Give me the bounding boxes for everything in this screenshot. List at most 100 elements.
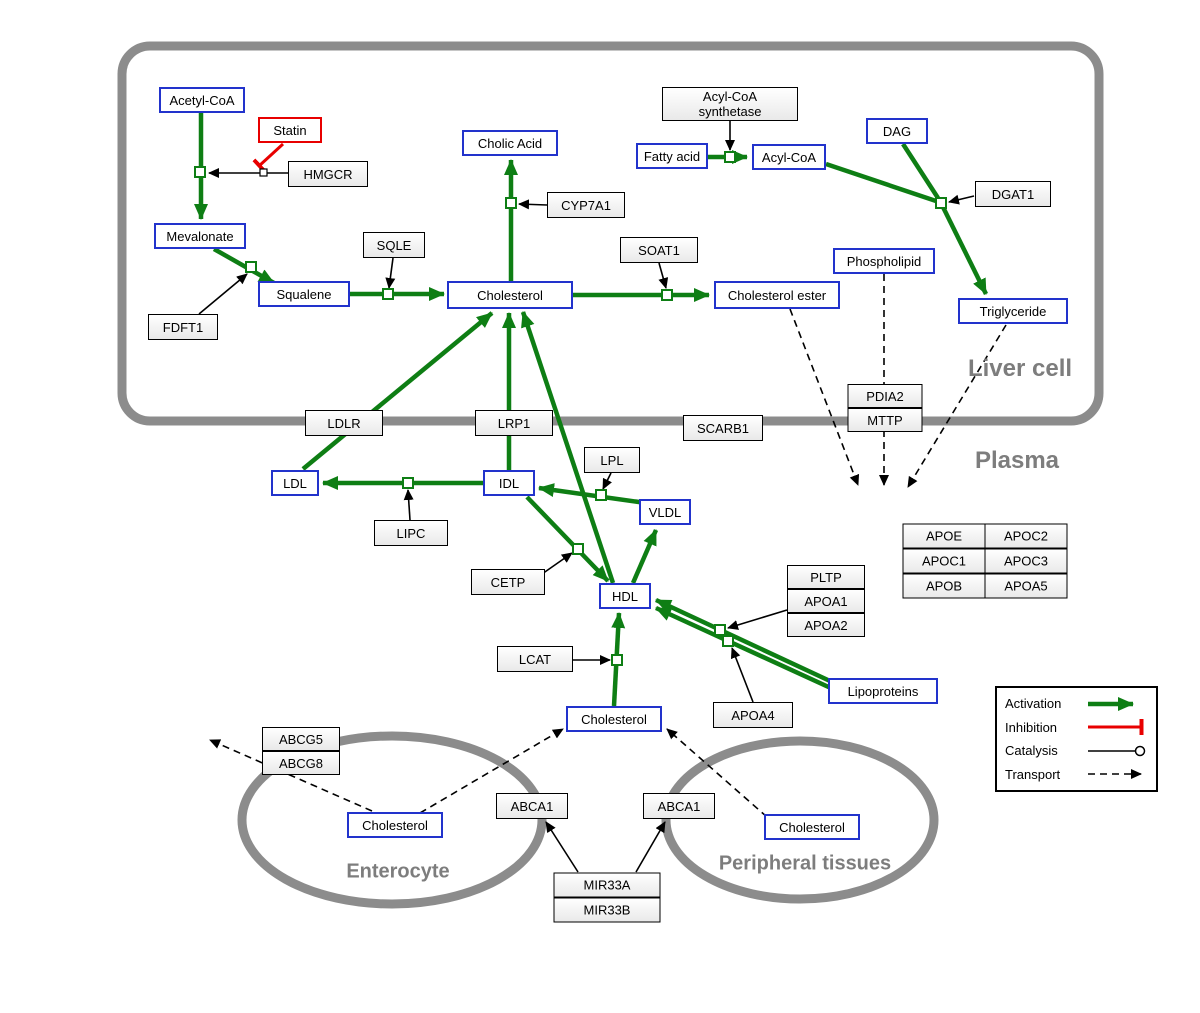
reaction-node-fdft1 xyxy=(245,261,257,273)
node-cetp[interactable]: CETP xyxy=(471,569,545,595)
legend-transport-label: Transport xyxy=(1005,766,1061,782)
node-abcg5[interactable]: ABCG5 xyxy=(262,727,340,751)
node-lipoproteins[interactable]: Lipoproteins xyxy=(828,678,938,704)
enterocyte-label: Enterocyte xyxy=(346,860,450,883)
reaction-node-apoa4 xyxy=(722,635,734,647)
node-sqle[interactable]: SQLE xyxy=(363,232,425,258)
edge-junction-triglyceride xyxy=(938,202,989,295)
node-abca1-enterocyte[interactable]: ABCA1 xyxy=(496,793,568,819)
reaction-node-acylcoa-synthetase xyxy=(724,151,736,163)
node-cyp7a1[interactable]: CYP7A1 xyxy=(547,192,625,218)
node-mir33a[interactable]: MIR33A xyxy=(553,872,661,898)
node-mir33b[interactable]: MIR33B xyxy=(553,897,661,923)
node-apoa5[interactable]: APOA5 xyxy=(984,573,1068,599)
legend-row-inhibition: Inhibition xyxy=(1005,718,1148,736)
node-lrp1[interactable]: LRP1 xyxy=(475,410,553,436)
node-abcg8[interactable]: ABCG8 xyxy=(262,751,340,775)
edge-apoa4-catalysis xyxy=(730,647,754,703)
node-abca1-peripheral[interactable]: ABCA1 xyxy=(643,793,715,819)
reaction-node-lpl xyxy=(595,489,607,501)
edge-enterocyte-cholesterol-transport xyxy=(419,728,564,814)
transport-dashed-arrow-icon xyxy=(1088,769,1142,780)
edge-peripheral-cholesterol-transport xyxy=(666,728,768,818)
node-statin[interactable]: Statin xyxy=(258,117,322,143)
node-triglyceride[interactable]: Triglyceride xyxy=(958,298,1068,324)
peripheral-tissues-label: Peripheral tissues xyxy=(718,852,892,875)
node-lipc[interactable]: LIPC xyxy=(374,520,448,546)
edge-cetp-catalysis xyxy=(541,552,573,575)
edge-lipc-catalysis xyxy=(403,489,414,521)
node-scarb1[interactable]: SCARB1 xyxy=(683,415,763,441)
node-cholesterol-ester[interactable]: Cholesterol ester xyxy=(714,281,840,309)
node-mttp[interactable]: MTTP xyxy=(847,408,923,432)
node-cholesterol-liver[interactable]: Cholesterol xyxy=(447,281,573,309)
legend-row-transport: Transport xyxy=(1005,765,1148,783)
edge-vldl-idl xyxy=(538,483,647,506)
liver-cell-membrane xyxy=(117,41,1104,426)
edge-cyp7a1-catalysis xyxy=(518,199,548,210)
edge-cholesterol-abcg5g8-transport xyxy=(209,739,373,812)
node-apoe[interactable]: APOE xyxy=(902,523,986,549)
node-lcat[interactable]: LCAT xyxy=(497,646,573,672)
edge-hdl-vldl xyxy=(630,529,659,584)
node-mevalonate[interactable]: Mevalonate xyxy=(154,223,246,249)
node-dag[interactable]: DAG xyxy=(866,118,928,144)
node-cholesterol-peripheral[interactable]: Cholesterol xyxy=(764,814,860,840)
node-apoc1[interactable]: APOC1 xyxy=(902,548,986,574)
edge-hdl-cholesterol xyxy=(520,311,616,584)
node-apob[interactable]: APOB xyxy=(902,573,986,599)
reaction-node-soat1 xyxy=(661,289,673,301)
catalysis-circle-icon xyxy=(1088,745,1146,756)
reaction-node-cetp xyxy=(572,543,584,555)
edge-pltp-apoa-catalysis xyxy=(727,609,788,630)
node-fdft1[interactable]: FDFT1 xyxy=(148,314,218,340)
legend-catalysis-label: Catalysis xyxy=(1005,743,1058,759)
edge-ldl-ldlr-cholesterol xyxy=(301,311,494,471)
node-vldl[interactable]: VLDL xyxy=(639,499,691,525)
edge-fdft1-catalysis xyxy=(198,273,248,315)
edge-acylcoa-dgat1-junction xyxy=(825,161,937,204)
node-squalene[interactable]: Squalene xyxy=(258,281,350,307)
node-cholesterol-plasma[interactable]: Cholesterol xyxy=(566,706,662,732)
node-fatty-acid[interactable]: Fatty acid xyxy=(636,143,708,169)
reaction-node-lcat xyxy=(611,654,623,666)
node-cholic-acid[interactable]: Cholic Acid xyxy=(462,130,558,156)
node-apoa4[interactable]: APOA4 xyxy=(713,702,793,728)
edge-dgat1-catalysis xyxy=(948,194,975,205)
edge-dag-dgat1-junction xyxy=(901,142,940,200)
node-apoc3[interactable]: APOC3 xyxy=(984,548,1068,574)
legend-row-activation: Activation xyxy=(1005,695,1148,713)
node-pltp[interactable]: PLTP xyxy=(787,565,865,589)
node-hmgcr[interactable]: HMGCR xyxy=(288,161,368,187)
node-soat1[interactable]: SOAT1 xyxy=(620,237,698,263)
edge-lipoproteins-hdl-lower xyxy=(655,605,847,698)
node-hdl[interactable]: HDL xyxy=(599,583,651,609)
node-apoa2[interactable]: APOA2 xyxy=(787,613,865,637)
node-pdia2[interactable]: PDIA2 xyxy=(847,384,923,408)
legend-inhibition-label: Inhibition xyxy=(1005,719,1058,735)
node-dgat1[interactable]: DGAT1 xyxy=(975,181,1051,207)
legend-row-catalysis: Catalysis xyxy=(1005,742,1148,760)
node-ldlr[interactable]: LDLR xyxy=(305,410,383,436)
node-ldl[interactable]: LDL xyxy=(271,470,319,496)
node-lpl[interactable]: LPL xyxy=(584,447,640,473)
edge-sqle-catalysis xyxy=(385,257,396,289)
node-acetyl-coa[interactable]: Acetyl-CoA xyxy=(159,87,245,113)
node-apoa1[interactable]: APOA1 xyxy=(787,589,865,613)
liver-cell-label: Liver cell xyxy=(967,355,1073,382)
node-apoc2[interactable]: APOC2 xyxy=(984,523,1068,549)
edge-triglyceride-plasma-transport xyxy=(907,324,1007,488)
edge-mir33-abca1-right xyxy=(635,821,666,873)
node-idl[interactable]: IDL xyxy=(483,470,535,496)
node-acyl-coa[interactable]: Acyl-CoA xyxy=(752,144,826,170)
edge-lpl-catalysis xyxy=(602,472,612,490)
reaction-node-pltp-apoa xyxy=(714,624,726,636)
node-acyl-coa-synthetase[interactable]: Acyl-CoA synthetase xyxy=(662,87,798,121)
node-cholesterol-enterocyte[interactable]: Cholesterol xyxy=(347,812,443,838)
node-phospholipid[interactable]: Phospholipid xyxy=(833,248,935,274)
enterocyte-membrane xyxy=(237,731,547,909)
edge-lipoproteins-hdl-upper xyxy=(655,597,831,684)
anchor-statin-hmgcr xyxy=(259,168,268,177)
peripheral-tissues-membrane xyxy=(661,736,939,904)
